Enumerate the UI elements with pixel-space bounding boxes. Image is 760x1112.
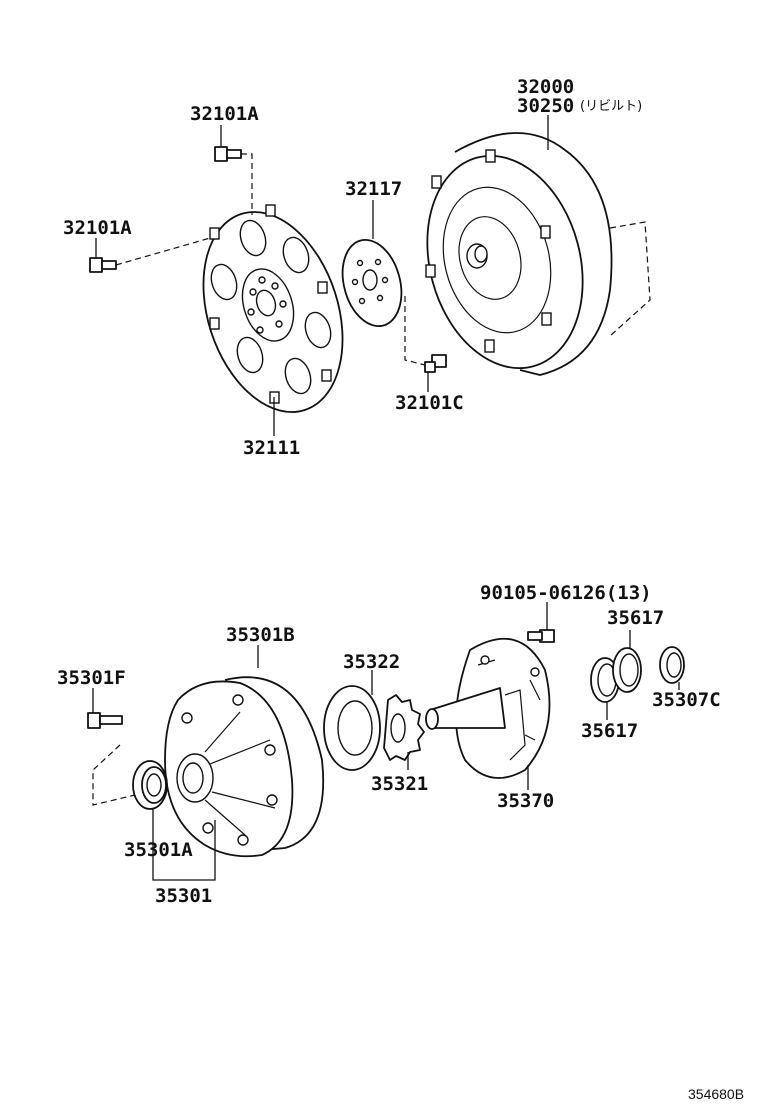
oil-pump-body-35301: [164, 676, 325, 858]
bolt-32101A-left: [89, 237, 211, 273]
torque-converter-32000: [425, 132, 651, 376]
label-32111: 32111: [243, 437, 300, 459]
label-30250: 30250: [517, 95, 574, 117]
label-32101C: 32101C: [395, 392, 464, 414]
label-35321: 35321: [371, 773, 428, 795]
label-35301B: 35301B: [226, 624, 295, 646]
label-32101A-left: 32101A: [63, 217, 132, 239]
thrust-washer-35307C: [659, 646, 685, 690]
label-35617-top: 35617: [607, 607, 664, 629]
oil-seal-35301A: [92, 744, 168, 810]
bolt-32101A-top: [214, 125, 253, 215]
stator-shaft-35370: [425, 637, 551, 790]
label-32000: 32000: [517, 76, 574, 98]
label-35322: 35322: [343, 651, 400, 673]
drive-gear-35321: [383, 694, 425, 770]
label-35370: 35370: [497, 790, 554, 812]
spacer-plate-32117: [341, 238, 403, 328]
label-30250-note: (リビルト): [580, 99, 642, 114]
driven-gear-35322: [323, 670, 381, 771]
label-35301: 35301: [155, 885, 212, 907]
seal-rings-35617: [590, 630, 642, 720]
leader-35301: [152, 808, 216, 881]
bolt-32101C: [404, 296, 447, 392]
bolt-90105-06126: [527, 602, 555, 643]
drive-plate-32111: [202, 204, 344, 413]
bolt-35301F: [87, 688, 123, 729]
label-35307C: 35307C: [652, 689, 721, 711]
label-35617-bottom: 35617: [581, 720, 638, 742]
label-35301F: 35301F: [57, 667, 126, 689]
label-32117: 32117: [345, 178, 402, 200]
label-90105: 90105-06126(13): [480, 582, 652, 604]
label-35301A: 35301A: [124, 839, 193, 861]
diagram-reference-code: 354680B: [688, 1086, 744, 1102]
label-32101A-top: 32101A: [190, 103, 259, 125]
